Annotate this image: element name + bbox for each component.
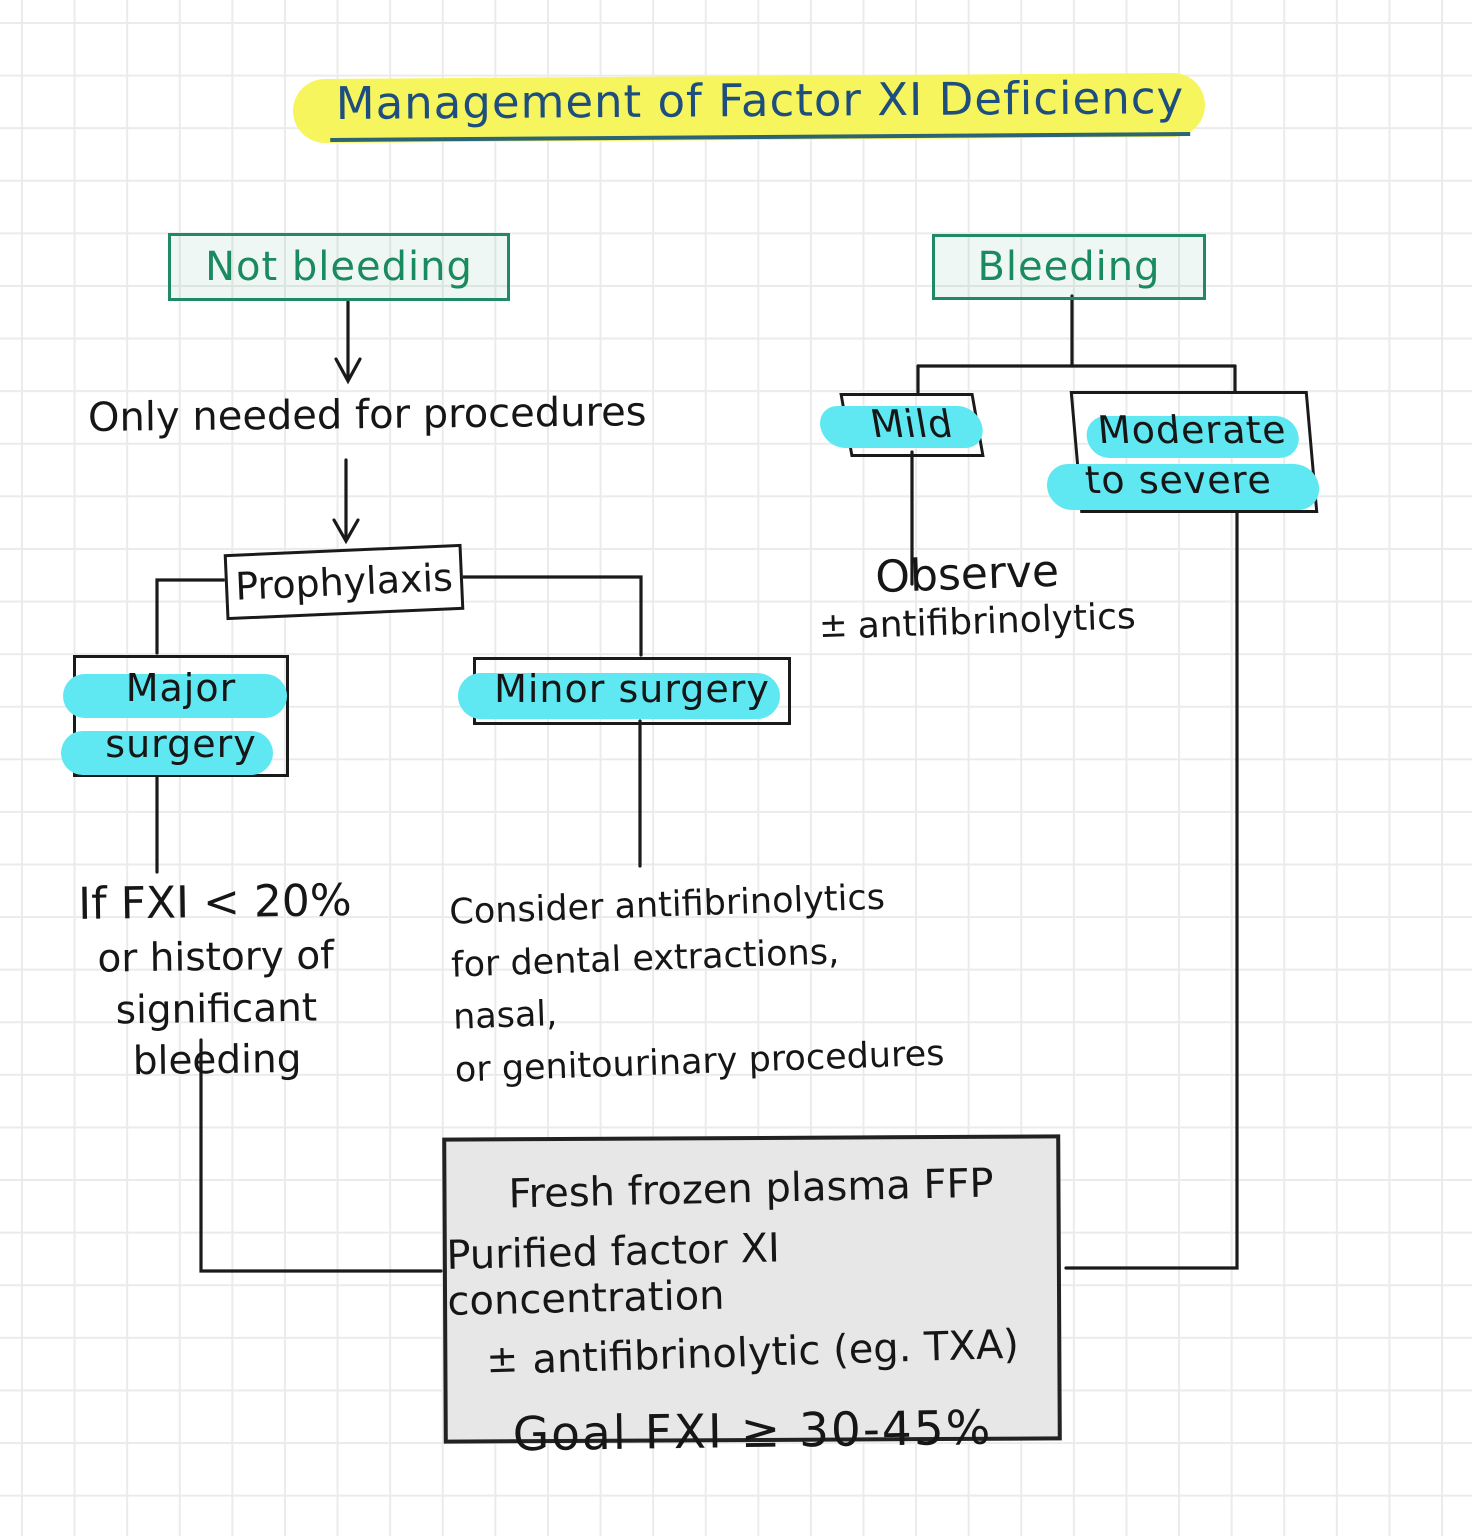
- highlight-surgery: [61, 731, 273, 775]
- mild-plan-line2: antifibrinolytics: [856, 596, 1137, 647]
- note-minor-advice: Consider antifibrinolytics for dental ex…: [448, 869, 955, 1096]
- mild-plan-line1: Observe: [874, 545, 1060, 604]
- treatment-line2: Purified factor XI concentration: [445, 1225, 781, 1325]
- node-mild-label: Mild: [866, 402, 957, 446]
- major-criteria-line2: or history of: [97, 933, 335, 982]
- node-minor-surgery-label: Minor surgery: [494, 667, 770, 711]
- node-prophylaxis: Prophylaxis: [223, 543, 465, 621]
- node-bleeding: Bleeding: [932, 234, 1206, 300]
- note-only-needed: Only needed for procedures: [87, 389, 647, 441]
- node-mild: Mild: [816, 393, 987, 457]
- page-title: Management of Factor XI Deficiency: [329, 70, 1191, 143]
- note-major-criteria: If FXI < 20% or history of significant b…: [25, 871, 408, 1089]
- node-treatment: Fresh frozen plasma FFP Purified factor …: [442, 1134, 1062, 1462]
- highlight-major: [63, 674, 287, 718]
- node-prophylaxis-label: Prophylaxis: [234, 555, 454, 609]
- highlight-minor-surgery: [458, 673, 780, 719]
- node-minor-surgery: Minor surgery: [458, 657, 791, 725]
- node-not-bleeding-label: Not bleeding: [205, 244, 473, 290]
- node-major-surgery-line2: surgery: [105, 722, 257, 766]
- node-major-surgery: Major surgery: [61, 655, 289, 777]
- node-major-surgery-line1: Major: [125, 666, 237, 710]
- plus-minus-symbol: ±: [818, 605, 849, 647]
- node-bleeding-label: Bleeding: [977, 244, 1161, 290]
- minor-advice-line2: for dental extractions, nasal,: [450, 931, 840, 1038]
- note-mild-plan: Observe ± antifibrinolytics: [816, 542, 1169, 648]
- major-criteria-line1: If FXI < 20%: [77, 875, 353, 930]
- node-moderate-line2: to severe: [1083, 458, 1274, 502]
- node-moderate-line1: Moderate: [1095, 408, 1289, 452]
- node-not-bleeding: Not bleeding: [168, 233, 510, 301]
- treatment-line3: antifibrinolytic (eg. TXA): [531, 1321, 1020, 1383]
- plus-minus-symbol: ±: [485, 1336, 519, 1382]
- major-criteria-line3: significant bleeding: [115, 985, 318, 1085]
- treatment-line1: Fresh frozen plasma FFP: [508, 1160, 995, 1218]
- node-moderate-severe: Moderate to severe: [1045, 391, 1322, 513]
- treatment-goal: Goal FXI ≥ 30-45%: [512, 1400, 993, 1463]
